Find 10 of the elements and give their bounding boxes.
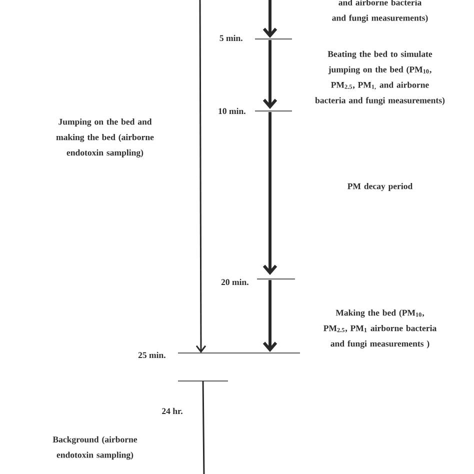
step-label: Making the bed (PM$_{10}$, PM$_{2.5}$, PM$_{1}$ airborne bacteria and fungi measurements )	[324, 310, 436, 348]
time-label: 10 min.	[218, 108, 246, 114]
step-label: Background (airborne endotoxin sampling)	[52, 436, 138, 460]
time-label: 25 min.	[138, 352, 166, 358]
time-label: 5 min.	[220, 34, 242, 42]
step-label: Jumping on the bed and making the bed (airborne endotoxin sampling)	[56, 118, 154, 158]
time-label: 20 min.	[221, 278, 248, 286]
time-label: 24 hr.	[162, 408, 182, 414]
step-label: PM decay period	[348, 183, 413, 191]
step-label: Beating the bed to simulate jumping on the bed (PM$_{10}$, PM$_{2.5}$, PM$_{1,}$ and airborne bacteria and fungi measurements)	[315, 50, 445, 106]
